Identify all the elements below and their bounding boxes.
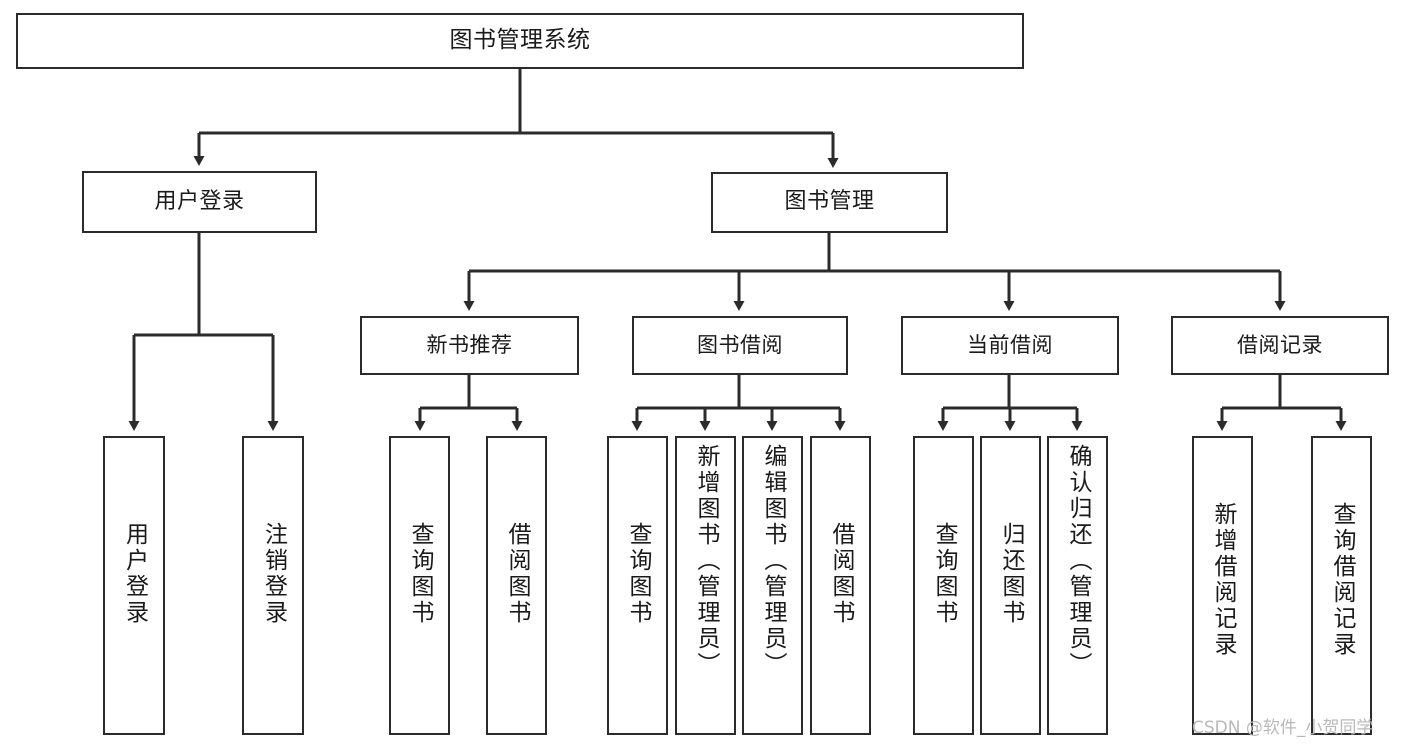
leaf-confirm-return-admin[interactable]: 确认归还（管理员） — [1047, 436, 1108, 735]
leaf-edit-book-admin[interactable]: 编辑图书（管理员） — [742, 436, 803, 735]
leaf-query-book-new[interactable]: 查询图书 — [389, 436, 450, 735]
node-label: 用户登录 — [121, 522, 148, 626]
node-book-borrowing[interactable]: 图书借阅 — [632, 316, 848, 375]
node-label: 查询图书 — [625, 522, 651, 626]
node-label: 图书管理 — [784, 189, 875, 215]
node-label: 借阅图书 — [504, 522, 530, 626]
node-label: 新增借阅记录 — [1210, 502, 1236, 658]
node-label: 新增图书（管理员） — [693, 444, 719, 678]
node-user-login[interactable]: 用户登录 — [82, 171, 317, 233]
node-label: 编辑图书（管理员） — [760, 444, 786, 678]
node-borrowing-record[interactable]: 借阅记录 — [1171, 316, 1389, 375]
node-label: 借阅图书 — [828, 522, 854, 626]
leaf-query-book-current[interactable]: 查询图书 — [913, 436, 974, 735]
node-label: 确认归还（管理员） — [1065, 444, 1091, 678]
leaf-query-borrow-record[interactable]: 查询借阅记录 — [1311, 436, 1372, 735]
node-label: 归还图书 — [998, 522, 1024, 626]
leaf-borrow-book-borrow[interactable]: 借阅图书 — [810, 436, 871, 735]
leaf-query-book-borrow[interactable]: 查询图书 — [607, 436, 668, 735]
node-label: 查询图书 — [407, 522, 433, 626]
leaf-logout[interactable]: 注销登录 — [242, 436, 304, 735]
leaf-return-book[interactable]: 归还图书 — [980, 436, 1041, 735]
node-book-management-system[interactable]: 图书管理系统 — [16, 13, 1024, 69]
node-book-management[interactable]: 图书管理 — [711, 172, 948, 233]
node-label: 借阅记录 — [1237, 332, 1323, 357]
node-label: 当前借阅 — [967, 332, 1053, 357]
node-label: 图书借阅 — [697, 332, 783, 357]
watermark: CSDN @软件_小贺同学 — [1192, 718, 1374, 738]
leaf-add-borrow-record[interactable]: 新增借阅记录 — [1192, 436, 1253, 735]
node-label: 新书推荐 — [426, 332, 513, 357]
node-label: 图书管理系统 — [449, 27, 591, 54]
node-label: 查询借阅记录 — [1329, 502, 1355, 658]
leaf-borrow-book-new[interactable]: 借阅图书 — [486, 436, 547, 735]
node-label: 注销登录 — [260, 522, 287, 626]
node-new-book-recommendation[interactable]: 新书推荐 — [360, 316, 579, 375]
leaf-add-book-admin[interactable]: 新增图书（管理员） — [675, 436, 736, 735]
leaf-user-login[interactable]: 用户登录 — [103, 436, 165, 735]
node-current-borrowing[interactable]: 当前借阅 — [901, 316, 1119, 375]
node-label: 查询图书 — [931, 522, 957, 626]
node-label: 用户登录 — [154, 188, 245, 214]
